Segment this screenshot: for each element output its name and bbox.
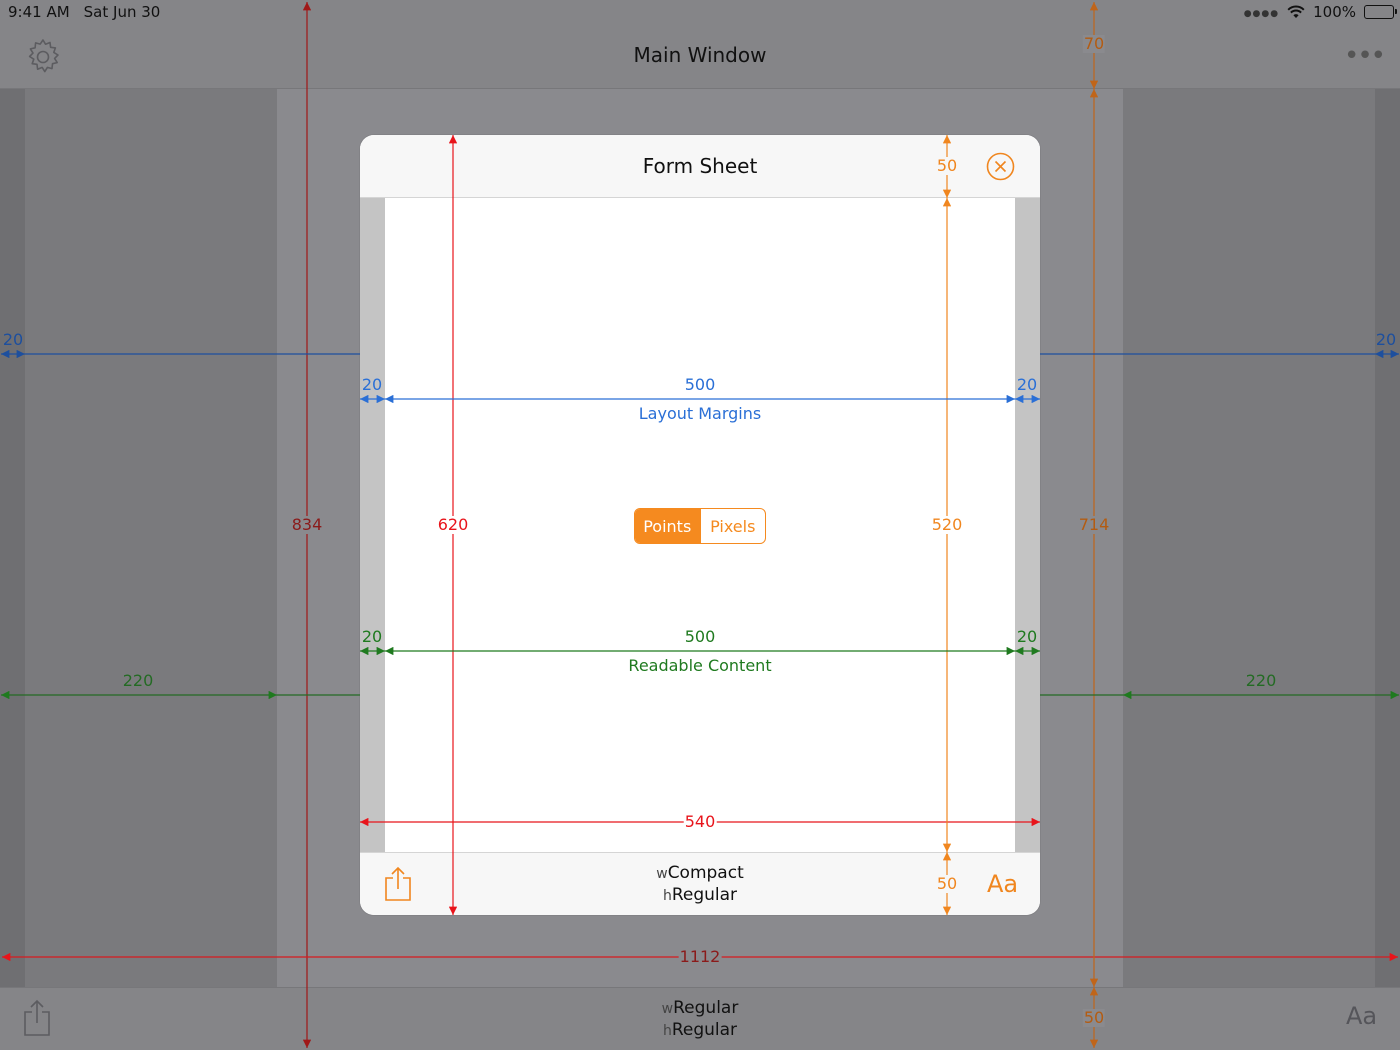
- battery-percentage: 100%: [1313, 3, 1356, 21]
- form-sheet-toolbar: [360, 852, 1040, 915]
- sheet-height-label: 620: [436, 515, 470, 534]
- sheet-margin-left-label: 20: [361, 375, 383, 394]
- main-navigation-bar: [0, 0, 1400, 89]
- settings-gear-icon[interactable]: [24, 38, 62, 76]
- main-width-class: wRegular: [661, 998, 739, 1018]
- main-left-readable-gutter: [25, 89, 277, 987]
- main-width-label: 1112: [678, 947, 722, 966]
- layout-margins-caption: Layout Margins: [638, 404, 762, 423]
- battery-icon: [1364, 5, 1397, 19]
- sheet-readable-width-label: 500: [684, 627, 716, 646]
- sheet-left-layout-margin: [360, 198, 385, 852]
- form-sheet-header: [360, 135, 1040, 198]
- sheet-right-layout-margin: [1015, 198, 1040, 852]
- sheet-bottom-bar-label: 50: [935, 874, 959, 893]
- sheet-readable-right-label: 20: [1016, 627, 1038, 646]
- sheet-width-class: wCompact: [656, 863, 744, 883]
- readable-content-caption: Readable Content: [628, 656, 772, 675]
- main-margin-right-label: 20: [1375, 330, 1397, 349]
- wifi-icon: [1287, 5, 1305, 18]
- units-segmented-control: Points Pixels: [634, 508, 766, 544]
- main-readable-right-label: 220: [1245, 671, 1277, 690]
- main-top-bar-label: 70: [1082, 34, 1106, 53]
- main-share-icon[interactable]: [22, 999, 52, 1037]
- more-ellipsis-icon[interactable]: •••: [1344, 41, 1386, 71]
- close-circle-icon[interactable]: [986, 152, 1015, 181]
- sheet-safe-height-label: 520: [930, 515, 964, 534]
- sheet-share-icon[interactable]: [384, 866, 412, 902]
- main-left-layout-margin: [0, 89, 25, 987]
- sheet-readable-left-label: 20: [361, 627, 383, 646]
- main-safe-height-label: 714: [1077, 515, 1111, 534]
- status-bar-right: ●●●● 100%: [1243, 3, 1397, 21]
- main-height-label: 834: [290, 515, 324, 534]
- main-margin-left-label: 20: [2, 330, 24, 349]
- sheet-height-class: hRegular: [662, 885, 738, 905]
- segment-points[interactable]: Points: [635, 509, 700, 543]
- status-bar-left: 9:41 AM Sat Jun 30: [8, 3, 174, 21]
- main-size-class: wRegular hRegular: [0, 998, 1400, 1042]
- sheet-size-class: wCompact hRegular: [360, 863, 1040, 907]
- main-right-readable-gutter: [1123, 89, 1375, 987]
- main-readable-left-label: 220: [122, 671, 154, 690]
- main-bottom-bar-label: 50: [1082, 1008, 1106, 1027]
- sheet-margin-width-label: 500: [684, 375, 716, 394]
- main-right-layout-margin: [1375, 89, 1400, 987]
- sheet-text-size-button[interactable]: Aa: [987, 870, 1019, 898]
- main-text-size-button[interactable]: Aa: [1346, 1002, 1378, 1030]
- main-toolbar: [0, 987, 1400, 1050]
- sheet-margin-right-label: 20: [1016, 375, 1038, 394]
- cellular-signal-icon: ●●●●: [1243, 9, 1280, 19]
- main-height-class: hRegular: [662, 1020, 738, 1040]
- form-sheet-title: Form Sheet: [642, 154, 758, 178]
- status-time: 9:41 AM: [8, 3, 70, 21]
- main-window-title: Main Window: [633, 43, 767, 67]
- form-sheet: Form Sheet Points Pixels wCompact hRegul…: [360, 135, 1040, 915]
- status-date: Sat Jun 30: [83, 3, 161, 21]
- sheet-width-label: 540: [683, 812, 717, 831]
- sheet-top-bar-label: 50: [935, 156, 959, 175]
- segment-pixels[interactable]: Pixels: [699, 509, 766, 543]
